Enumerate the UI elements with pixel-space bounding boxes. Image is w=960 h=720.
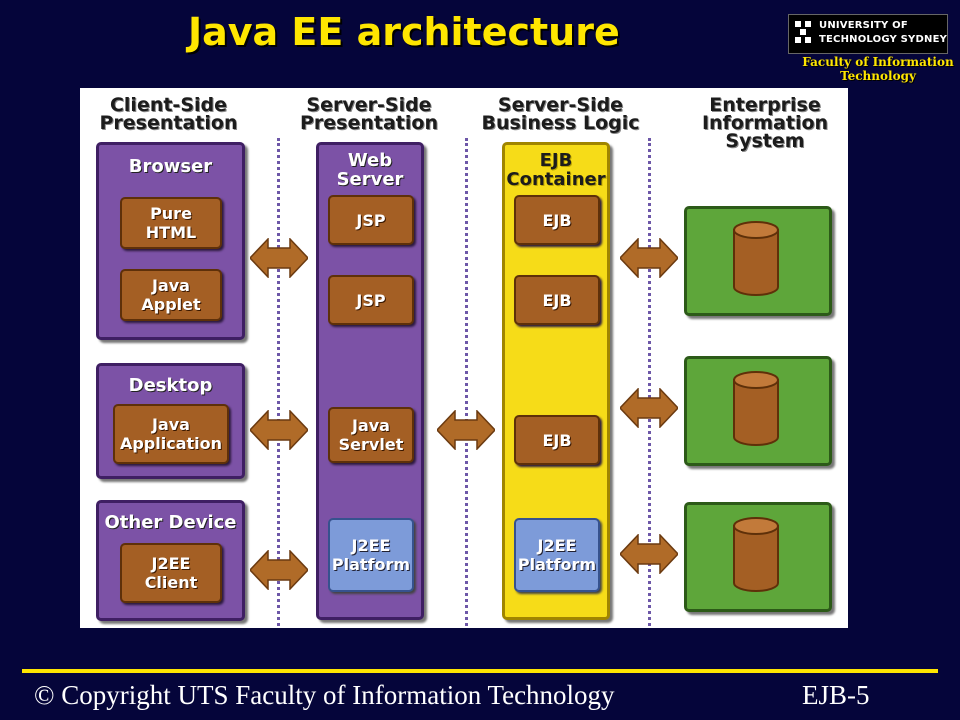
tier-separator [465,138,468,626]
eis-database-box [684,502,832,612]
footer-copyright: © Copyright UTS Faculty of Information T… [34,680,615,710]
jsp-component: JSP [328,275,414,325]
double-headed-arrow-icon [250,238,308,278]
tier-separator [277,138,280,626]
uts-logo: UNIVERSITY OF TECHNOLOGY SYDNEY [788,14,948,54]
architecture-diagram: Client-Side Presentation Server-Side Pre… [80,88,848,628]
faculty-label: Faculty of Information Technology [790,55,960,83]
double-headed-arrow-icon [620,388,678,428]
faculty-line-1: Faculty of Information [802,55,954,69]
database-cylinder-icon [733,371,779,446]
slide-title: Java EE architecture [188,10,620,54]
ejb-container-title: EJB Container [506,150,606,190]
client-other-device-title: Other Device [104,512,237,533]
ejb-component: EJB [514,275,600,325]
tier-header-client-side: Client-Side Presentation [99,94,238,134]
ejb-component: EJB [514,195,600,245]
faculty-line-2: Technology [840,69,916,83]
tier-header-server-presentation: Server-Side Presentation [300,94,438,134]
double-headed-arrow-icon [250,550,308,590]
footer-divider [22,669,938,673]
double-headed-arrow-icon [620,238,678,278]
double-headed-arrow-icon [437,410,495,450]
eis-database-box [684,206,832,316]
database-cylinder-icon [733,517,779,592]
eis-database-box [684,356,832,466]
double-headed-arrow-icon [620,534,678,574]
web-server-title: Web Server [336,150,404,190]
double-headed-arrow-icon [250,410,308,450]
slide-number: EJB-5 [802,680,870,710]
logo-name-line: TECHNOLOGY SYDNEY [819,34,948,45]
tier-header-eis: Enterprise Information System [701,94,829,152]
client-desktop-title: Desktop [128,375,213,396]
database-cylinder-icon [733,221,779,296]
ejb-component: EJB [514,415,600,465]
tier-header-business-logic: Server-Side Business Logic [481,94,640,134]
client-browser-title: Browser [128,156,213,177]
tier-separator [648,138,651,626]
jsp-component: JSP [328,195,414,245]
uts-logo-mark-icon [795,21,811,43]
logo-university-line: UNIVERSITY OF [819,20,908,31]
